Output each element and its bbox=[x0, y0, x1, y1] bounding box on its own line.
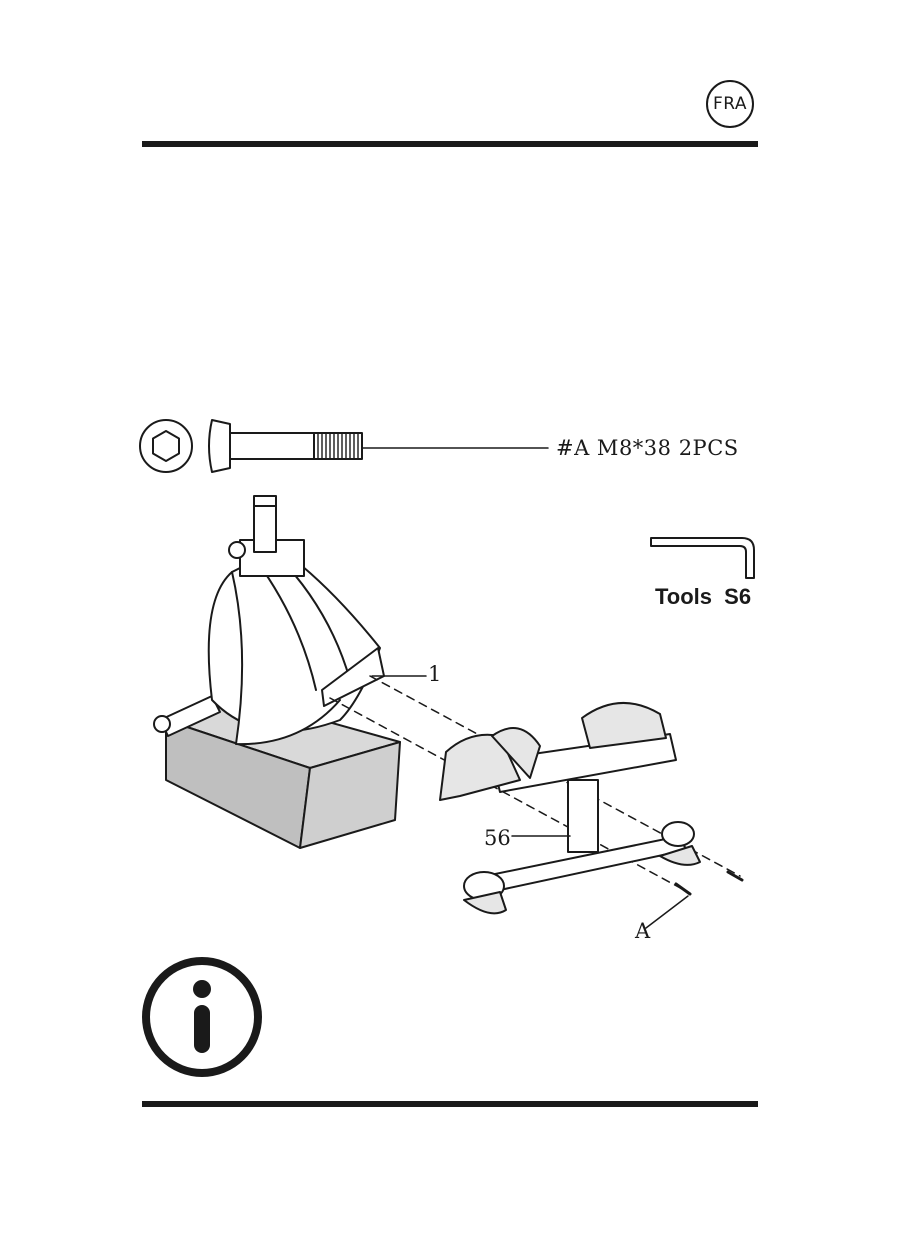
allen-key-icon bbox=[651, 538, 754, 578]
info-icon bbox=[140, 955, 264, 1079]
screw-a bbox=[646, 872, 742, 928]
callout-part-1: 1 bbox=[428, 662, 441, 686]
callout-part-56: 56 bbox=[484, 826, 511, 850]
hex-socket-icon bbox=[140, 420, 192, 472]
front-stabilizer bbox=[440, 703, 700, 913]
callout-bolt-a: A bbox=[635, 919, 650, 943]
hardware-spec-label: #A M8*38 2PCS bbox=[556, 436, 739, 460]
bolt-icon bbox=[209, 420, 548, 472]
tools-label: Tools S6 bbox=[655, 584, 751, 610]
rower-frame bbox=[154, 496, 384, 744]
footer-divider bbox=[142, 1101, 758, 1107]
